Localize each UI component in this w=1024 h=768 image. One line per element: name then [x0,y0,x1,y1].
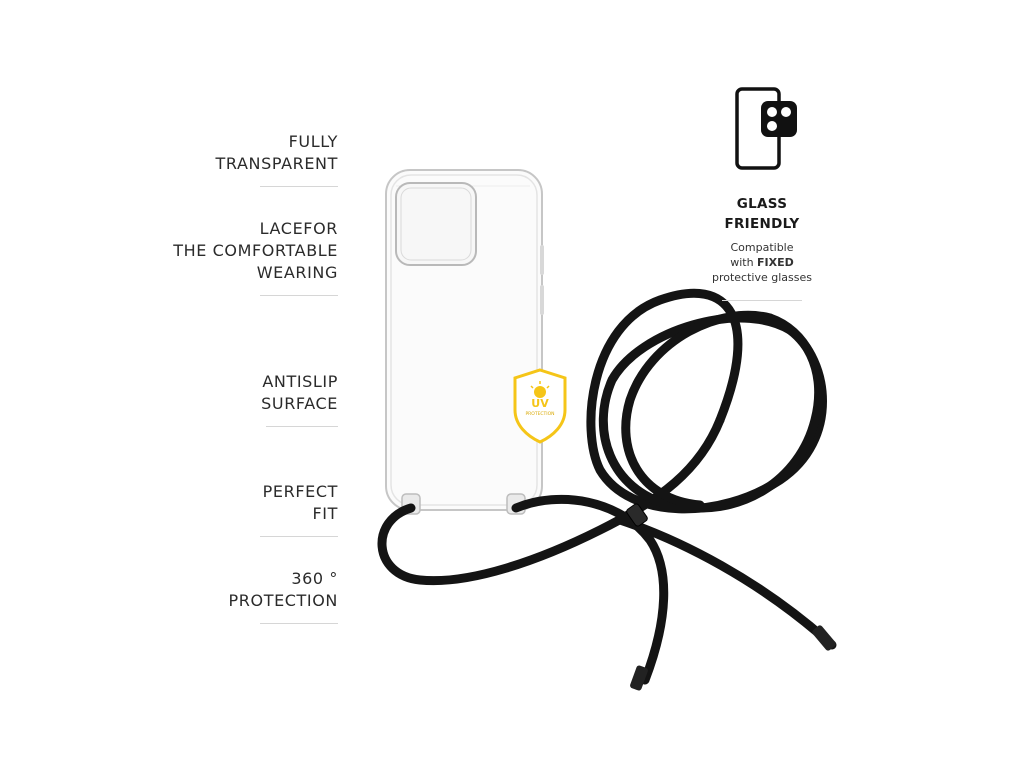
feature-line: FULLY [288,132,338,151]
glass-title-line: GLASS [736,196,788,212]
cord-tip-left [630,665,648,691]
camera-cutout [395,182,477,266]
divider [266,426,338,427]
feature-line: WEARING [256,263,338,282]
phone-case [385,169,544,515]
feature-line: 360 ° [291,569,338,588]
feature-line: PROTECTION [228,591,338,610]
feature-line: FIT [312,504,338,523]
glass-description: Compatible with FIXED protective glasses [690,240,834,285]
feature-line: THE COMFORTABLE [173,241,338,260]
glass-title-line: FRIENDLY [724,216,800,232]
glass-desc-line: protective glasses [711,271,812,284]
uv-label: UV [531,397,549,410]
feature-lace: LACEFOR THE COMFORTABLE WEARING [98,218,338,284]
feature-line: SURFACE [261,394,338,413]
glass-desc-prefix: with [730,256,754,269]
feature-perfect-fit: PERFECT FIT [98,481,338,525]
divider [260,186,338,187]
feature-line: ANTISLIP [262,372,338,391]
feature-line: TRANSPARENT [215,154,338,173]
feature-360-protection: 360 ° PROTECTION [98,568,338,612]
divider [260,536,338,537]
uv-sublabel: PROTECTION [525,412,555,417]
cord-stopper [626,503,648,527]
feature-line: PERFECT [262,482,338,501]
divider [260,623,338,624]
feature-fully-transparent: FULLY TRANSPARENT [98,131,338,175]
feature-line: LACEFOR [259,219,338,238]
uv-badge-icon [513,368,567,444]
glass-desc-brand: FIXED [757,256,794,269]
lanyard-cord [377,288,837,685]
cord-tip-right [812,625,836,651]
divider [722,300,802,301]
glass-desc-line: with FIXED [690,255,834,270]
feature-antislip: ANTISLIP SURFACE [98,371,338,415]
glass-title: GLASS FRIENDLY [690,194,834,234]
divider [260,295,338,296]
glass-desc-line: Compatible [730,241,794,254]
